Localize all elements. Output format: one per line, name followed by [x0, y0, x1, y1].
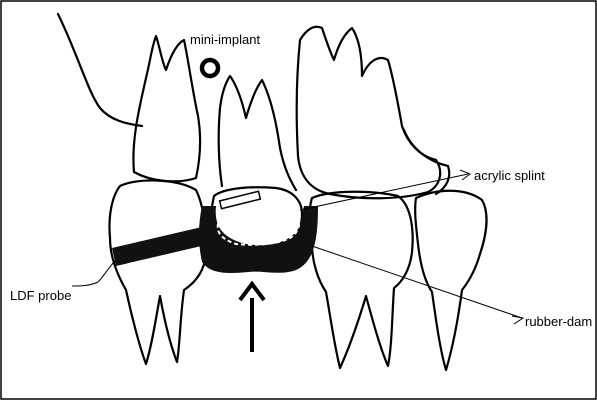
rubber-dam-label: rubber-dam — [525, 314, 592, 329]
ldf-probe-label: LDF probe — [10, 288, 71, 303]
mini-implant-label: mini-implant — [190, 32, 260, 47]
acrylic-splint-label: acrylic splint — [474, 168, 545, 183]
